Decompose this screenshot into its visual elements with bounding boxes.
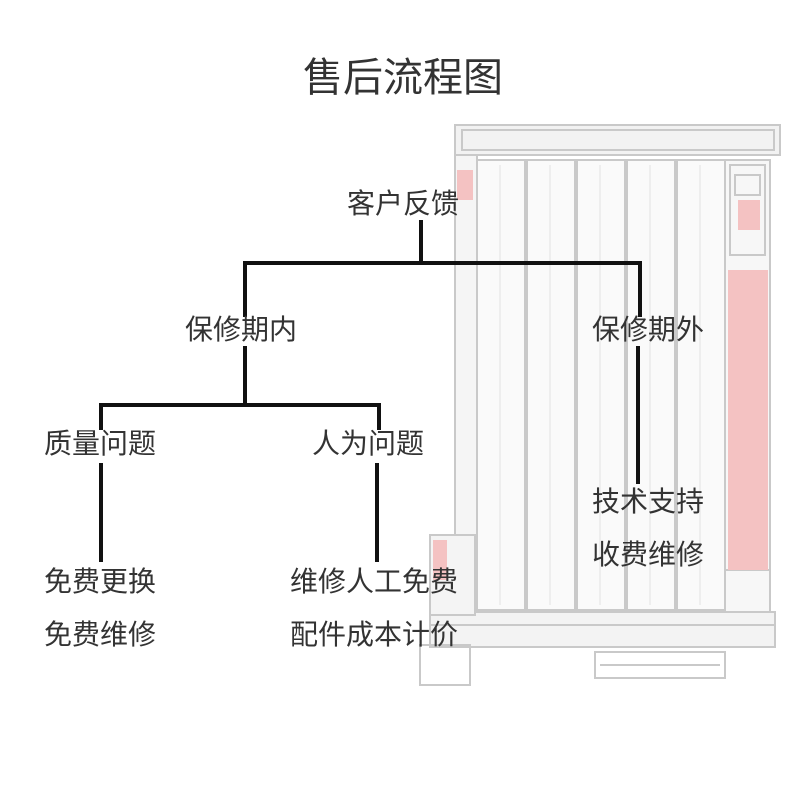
node-quality-issue: 质量问题 <box>44 427 157 460</box>
detail-tech-support: 技术支持 <box>592 485 705 518</box>
node-in-warranty: 保修期内 <box>185 313 298 346</box>
detail-labor-free: 维修人工免费 <box>290 565 459 598</box>
node-out-of-warranty: 保修期外 <box>592 313 705 346</box>
node-customer-feedback: 客户反馈 <box>347 187 460 220</box>
page-title: 售后流程图 <box>303 55 503 101</box>
detail-free-replacement: 免费更换 <box>44 565 157 598</box>
detail-parts-cost: 配件成本计价 <box>290 618 459 651</box>
detail-free-repair: 免费维修 <box>44 618 157 651</box>
detail-paid-repair: 收费维修 <box>592 538 705 571</box>
node-human-issue: 人为问题 <box>312 427 425 460</box>
